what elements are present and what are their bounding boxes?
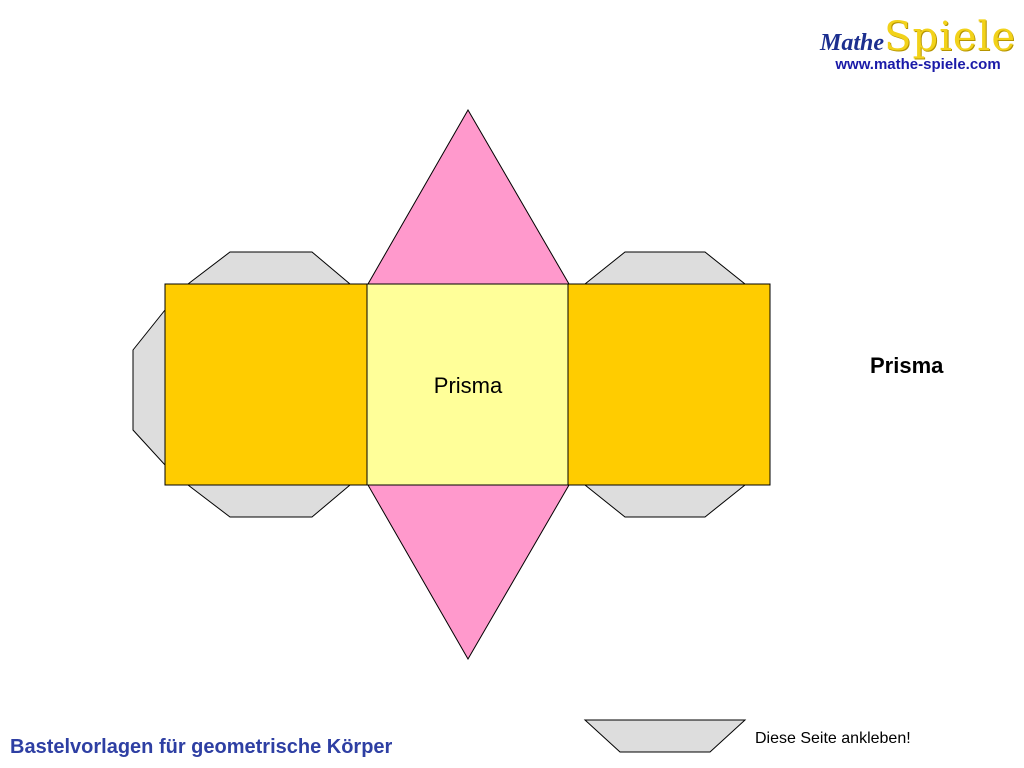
glue-flap-right-bottom	[583, 484, 747, 518]
glue-flap-left-top	[186, 251, 352, 285]
side-title: Prisma	[870, 353, 944, 378]
logo-spiele-text: Spiele	[884, 14, 1016, 60]
side-face-left	[164, 283, 368, 486]
glue-flap-left-side	[132, 308, 166, 467]
triangle-face-bottom	[367, 484, 570, 660]
logo-url[interactable]: www.mathe-spiele.com	[835, 56, 1001, 73]
glue-flap-left-bottom	[186, 484, 352, 518]
logo: MatheSpiele www.mathe-spiele.com	[820, 14, 1016, 73]
footer-title: Bastelvorlagen für geometrische Körper	[10, 736, 393, 758]
glue-flap-example	[583, 719, 747, 753]
triangle-face-top	[367, 109, 570, 285]
side-face-right	[567, 283, 771, 486]
glue-flap-example-shape	[583, 719, 747, 753]
logo-mathe-text: Mathe	[820, 30, 885, 56]
glue-note: Diese Seite ankleben!	[755, 730, 911, 747]
center-face-label: Prisma	[434, 373, 503, 398]
glue-flap-right-top	[583, 251, 747, 285]
